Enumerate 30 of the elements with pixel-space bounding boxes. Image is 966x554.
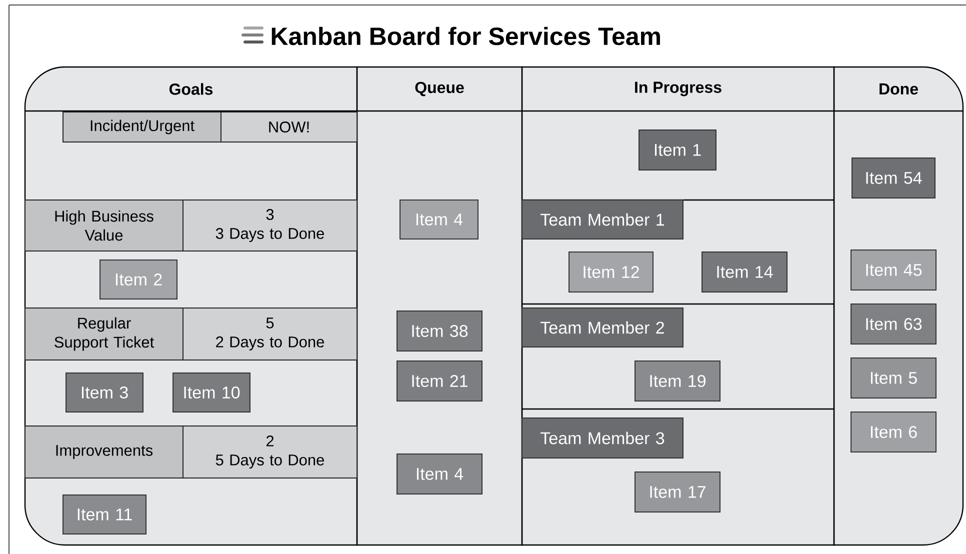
work-item-card: Item 1: [638, 130, 716, 170]
work-item-card: Item 45: [850, 250, 937, 290]
team-member-label: Team Member 1: [522, 200, 684, 240]
limit-cell: 3 3 Days to Done: [182, 200, 358, 252]
class-of-service-cell: High Business Value: [24, 200, 184, 252]
class-of-service-cell: Incident/Urgent: [62, 112, 222, 142]
work-item-card: Item 17: [634, 472, 720, 512]
title: Kanban Board for Services Team: [272, 26, 660, 46]
work-item-card: Item 63: [850, 304, 937, 344]
work-item-card: Item 4: [396, 454, 482, 494]
work-item-card: Item 11: [62, 494, 146, 534]
work-item-card: Item 19: [634, 360, 720, 402]
work-item-card: Item 3: [66, 372, 144, 412]
work-item-card: Item 12: [568, 252, 654, 292]
work-item-card: Item 10: [172, 372, 250, 412]
work-item-card: Item 6: [850, 412, 937, 452]
class-of-service-cell: Regular Support Ticket: [24, 308, 184, 360]
limit-cell: 5 2 Days to Done: [182, 308, 358, 360]
limit-cell: NOW!: [220, 112, 358, 142]
work-item-card: Item 38: [396, 310, 482, 352]
work-item-card: Item 14: [702, 252, 788, 292]
work-item-card: Item 21: [396, 360, 482, 402]
team-member-label: Team Member 2: [522, 308, 684, 348]
class-of-service-cell: Improvements: [24, 426, 184, 478]
work-item-card: Item 54: [852, 158, 936, 198]
team-member-label: Team Member 3: [522, 418, 684, 458]
limit-cell: 2 5 Days to Done: [182, 426, 358, 478]
work-item-card: Item 2: [100, 260, 178, 300]
work-item-card: Item 4: [400, 200, 478, 240]
work-item-card: Item 5: [850, 358, 937, 398]
